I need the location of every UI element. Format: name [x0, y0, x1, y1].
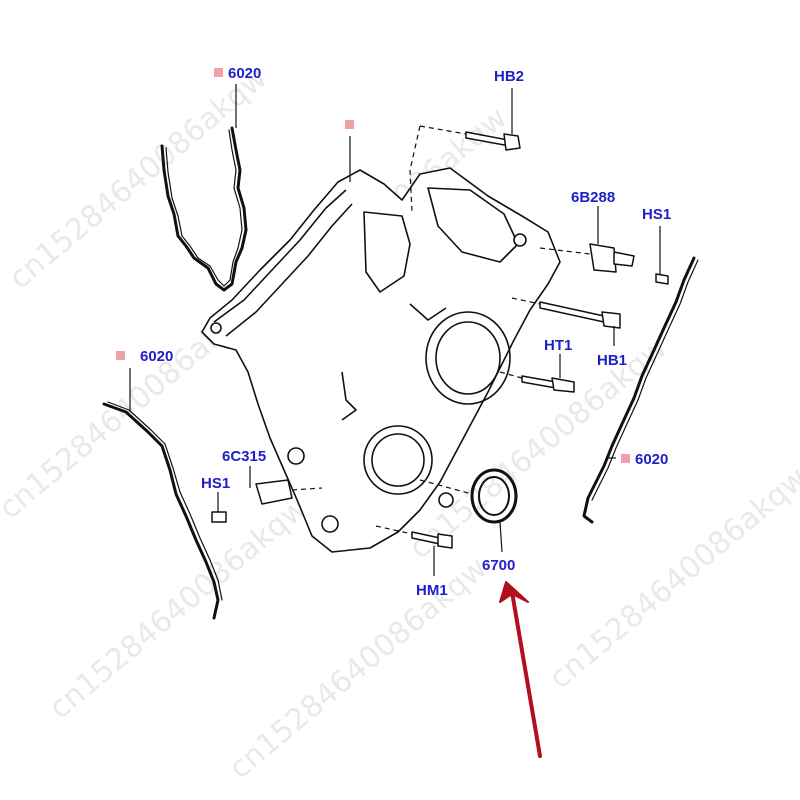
callout-hb1: HB1 [597, 352, 627, 369]
callout-hs1-right: HS1 [642, 206, 671, 223]
cover-upper-block [363, 211, 411, 293]
marker-6020-left [116, 351, 125, 360]
callout-hs1-left: HS1 [201, 475, 230, 492]
arrow-head [499, 581, 529, 603]
assembly-line-hb2 [409, 125, 467, 213]
callout-markers [116, 68, 630, 463]
gasket-right-inner [591, 259, 699, 501]
callout-6b288: 6B288 [571, 189, 615, 206]
cover-left-ridge-2 [225, 203, 353, 337]
sensor-6b288-body [613, 251, 635, 267]
front-seal-6700 [470, 468, 518, 524]
marker-6020-right [621, 454, 630, 463]
stud-ht1 [521, 375, 557, 389]
seal-outer [470, 468, 518, 524]
marker-blank-top [345, 120, 354, 129]
callout-labels: 6020 HB2 6B288 HS1 6020 HT1 HB1 6C315 HS… [140, 65, 671, 599]
cover-boss-1 [287, 447, 305, 465]
arrow-shaft [510, 590, 542, 758]
callout-ht1: HT1 [544, 337, 572, 354]
callout-hb2: HB2 [494, 68, 524, 85]
assembly-line-ht1 [499, 371, 523, 379]
watermark-text-7: cn15284640086akqw [543, 461, 800, 697]
callout-6700: 6700 [482, 557, 515, 574]
callout-6020-right: 6020 [635, 451, 668, 468]
cover-left-ridge [213, 189, 347, 323]
seal-inner [478, 476, 510, 516]
leader-lines [129, 84, 661, 576]
cover-boss-3 [321, 515, 339, 533]
crank-opening-inner [371, 433, 425, 487]
cover-boss-4 [513, 233, 527, 247]
gasket-right [582, 256, 696, 524]
leader-6700 [499, 521, 503, 553]
gasket-top-left [160, 126, 248, 292]
callout-hm1: HM1 [416, 582, 448, 599]
gasket-left-inner [107, 401, 223, 601]
stud-ht1-head [551, 377, 575, 393]
timing-cover [201, 167, 561, 553]
sensor-6c315 [255, 479, 293, 505]
bolt-hb2-head [503, 133, 521, 151]
gasket-top-left-inner [165, 129, 243, 287]
annotation-arrow [499, 581, 542, 758]
watermark-text-6: cn15284640086akqw [223, 551, 494, 787]
callout-6c315: 6C315 [222, 448, 266, 465]
bolt-hm1-head [437, 533, 453, 549]
cover-rib-1 [341, 371, 357, 421]
cover-upper-right-block [427, 187, 519, 263]
bolt-hs1-right [655, 273, 669, 285]
gaskets [102, 126, 699, 620]
gasket-left [102, 402, 220, 620]
pump-boss-inner [435, 321, 501, 395]
sensor-6b288 [589, 243, 617, 273]
watermark-text-5: cn15284640086akqw [43, 491, 314, 727]
cover-boss-2 [438, 492, 454, 508]
bolt-hb1 [539, 301, 605, 323]
cover-rib-2 [409, 303, 447, 321]
bolt-hs1-left [211, 511, 227, 523]
pump-boss [425, 311, 511, 405]
assembly-line-hb1 [511, 297, 541, 305]
bolt-hb1-head [601, 311, 621, 329]
fasteners [211, 131, 669, 549]
assembly-line-hm1 [375, 525, 413, 535]
callout-6020-top: 6020 [228, 65, 261, 82]
callout-6020-left: 6020 [140, 348, 173, 365]
cover-boss-5 [210, 322, 222, 334]
crank-opening [363, 425, 433, 495]
marker-6020-top [214, 68, 223, 77]
